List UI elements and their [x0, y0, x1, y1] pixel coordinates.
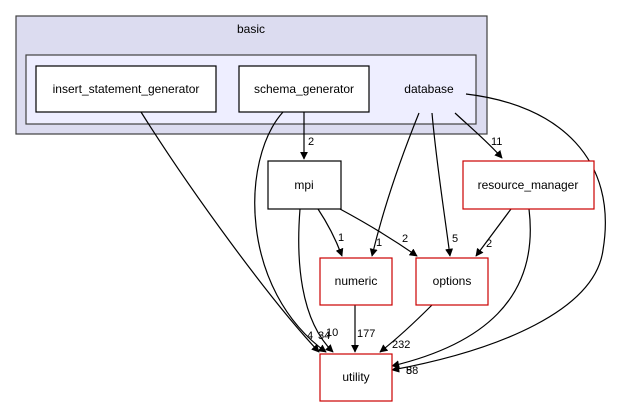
edge-label-insert-statement-generator-utility: 4 — [307, 330, 313, 342]
edge-label-database-options: 5 — [452, 233, 458, 245]
node-schema-generator[interactable]: schema_generator — [238, 65, 370, 113]
edge-label-mpi-options: 2 — [402, 233, 408, 245]
node-mpi-label: mpi — [294, 178, 313, 192]
edge-label-numeric-utility: 177 — [357, 328, 375, 340]
edge-label-schema-generator-mpi: 2 — [308, 136, 314, 148]
edge-label-resource-manager-options: 2 — [486, 238, 492, 250]
node-options[interactable]: options — [415, 257, 489, 306]
node-options-label: options — [433, 274, 472, 288]
edge-label-database-numeric: 1 — [376, 237, 382, 249]
edge-label-mpi-utility: 10 — [326, 327, 338, 339]
node-utility-label: utility — [342, 370, 369, 384]
node-utility[interactable]: utility — [319, 353, 393, 402]
node-schema-generator-label: schema_generator — [254, 82, 354, 96]
node-database-label[interactable]: database — [404, 82, 454, 96]
edge-label-options-utility: 232 — [392, 339, 410, 351]
edge-database-numeric — [369, 112, 420, 257]
edge-database-resource-manager — [454, 112, 503, 159]
node-numeric[interactable]: numeric — [319, 257, 393, 306]
edge-database-options — [431, 112, 454, 257]
node-resource-manager-label: resource_manager — [478, 178, 579, 192]
edge-mpi-utility — [298, 208, 334, 353]
edge-mpi-numeric — [317, 208, 344, 257]
edge-label-resource-manager-utility: 8 — [406, 365, 412, 377]
node-insert-statement-generator-label: insert_statement_generator — [53, 82, 200, 96]
edge-resource-manager-options — [475, 208, 512, 257]
node-insert-statement-generator[interactable]: insert_statement_generator — [35, 65, 217, 113]
edge-insert-statement-generator-utility — [140, 111, 320, 353]
edge-options-utility — [379, 304, 433, 353]
node-resource-manager[interactable]: resource_manager — [462, 160, 595, 210]
edge-database-utility — [391, 93, 606, 373]
edge-mpi-options — [339, 208, 418, 257]
edge-label-database-resource-manager: 11 — [491, 136, 502, 148]
edge-resource-manager-utility — [391, 208, 531, 369]
node-mpi[interactable]: mpi — [267, 160, 342, 210]
edge-label-schema-generator-utility: 34 — [318, 330, 330, 342]
cluster-basic-label: basic — [237, 22, 265, 36]
edge-label-mpi-numeric: 1 — [338, 232, 344, 244]
edge-schema-generator-utility — [254, 111, 327, 353]
edge-label-database-utility: 58 — [406, 365, 418, 377]
node-numeric-label: numeric — [335, 274, 378, 288]
